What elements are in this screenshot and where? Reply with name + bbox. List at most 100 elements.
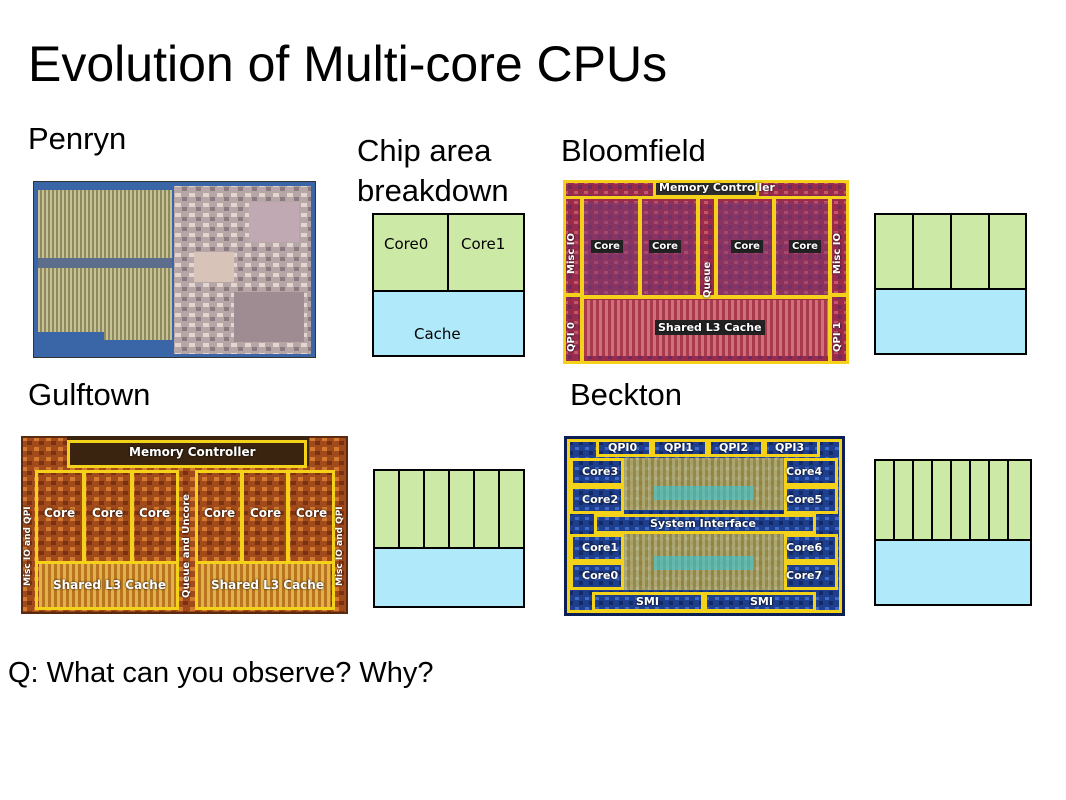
gulftown-misc-left: Misc IO and QPI [23,506,33,586]
bloomfield-queue-label: Queue [702,261,713,298]
gulftown-misc-right: Misc IO and QPI [335,506,345,586]
gulftown-core-label: Core [44,506,76,520]
beckton-core1: Core1 [582,541,619,554]
gulftown-memory-controller-label: Memory Controller [129,445,256,459]
beckton-core-block-3 [931,459,952,541]
beckton-smi-right: SMI [750,595,773,608]
gulftown-core-label: Core [92,506,124,520]
beckton-cache-block [874,539,1032,606]
beckton-qpi1-box [652,439,708,457]
gulftown-l3-right-label: Shared L3 Cache [211,578,324,592]
bloomfield-core-label: Core [731,240,763,253]
penryn-die-image [33,181,316,358]
penryn-die-drawing [34,182,315,357]
bloomfield-l3-label: Shared L3 Cache [655,320,765,335]
beckton-core6: Core6 [786,541,823,554]
beckton-core-block-6 [988,459,1009,541]
gulftown-core-label: Core [139,506,171,520]
beckton-label: Beckton [570,377,683,412]
gulftown-die-image: Memory Controller Core Core Core Core Co… [21,436,348,614]
slide-title: Evolution of Multi-core CPUs [28,36,668,92]
gulftown-queue-uncore: Queue and Uncore [181,493,192,598]
penryn-label: Penryn [28,121,127,156]
beckton-system-interface: System Interface [650,517,756,530]
beckton-core-block-1 [893,459,914,541]
gulftown-core-block-2 [423,469,450,549]
beckton-core7-box [784,562,838,590]
gulftown-core-label: Core [250,506,282,520]
chip-area-label-line1: Chip area [357,133,492,168]
penryn-cache-block: Cache [372,290,525,357]
penryn-breakdown: Core0 Core1 Cache [372,213,525,357]
beckton-core2: Core2 [582,493,619,506]
bloomfield-cache-block [874,288,1027,355]
beckton-core-block-0 [874,459,895,541]
bloomfield-die-image: Memory Controller Misc IO Misc IO QPI 0 … [563,180,849,364]
beckton-system-interface-box [594,514,816,534]
beckton-breakdown [874,459,1032,606]
gulftown-core-block-0 [373,469,400,549]
bloomfield-core-block-2 [950,213,990,290]
beckton-qpi3: QPI3 [775,441,805,454]
bloomfield-core-label: Core [649,240,681,253]
bloomfield-breakdown [874,213,1027,355]
beckton-qpi1: QPI1 [664,441,694,454]
bloomfield-label: Bloomfield [561,133,706,168]
beckton-die-drawing [564,436,845,616]
cache-text: Cache [414,325,461,343]
gulftown-label: Gulftown [28,377,151,412]
bloomfield-core-label: Core [789,240,821,253]
beckton-core4: Core4 [786,465,823,478]
bloomfield-misc-io-right: Misc IO [832,233,843,274]
beckton-qpi3-box [764,439,820,457]
bloomfield-core-block-0 [874,213,914,290]
beckton-core0-box [570,562,624,590]
beckton-qpi0: QPI0 [608,441,638,454]
beckton-core1-box [570,534,624,562]
beckton-qpi2: QPI2 [719,441,749,454]
gulftown-core-block-4 [473,469,500,549]
gulftown-core-label: Core [204,506,236,520]
gulftown-l3-left-label: Shared L3 Cache [53,578,166,592]
gulftown-memory-controller [67,440,307,468]
gulftown-core-f [287,470,335,564]
beckton-core3-box [570,458,624,486]
bloomfield-qpi1: QPI 1 [832,322,843,352]
beckton-core3: Core3 [582,465,619,478]
gulftown-core-block-1 [398,469,425,549]
gulftown-breakdown [373,469,525,608]
beckton-qpi0-box [596,439,652,457]
bloomfield-qpi0: QPI 0 [566,322,577,352]
question-text: Q: What can you observe? Why? [8,657,434,689]
bloomfield-l3-box [581,296,831,364]
bloomfield-core-block-3 [988,213,1027,290]
core1-text: Core1 [461,235,506,253]
beckton-core0: Core0 [582,569,619,582]
penryn-core1-block: Core1 [447,213,525,292]
beckton-core5: Core5 [786,493,823,506]
beckton-smi-left-box [592,592,704,612]
gulftown-core-label: Core [296,506,328,520]
chip-area-label-line2: breakdown [357,173,509,208]
gulftown-core-block-5 [498,469,525,549]
beckton-core7: Core7 [786,569,823,582]
beckton-core6-box [784,534,838,562]
beckton-core4-box [784,458,838,486]
penryn-core0-block: Core0 [372,213,449,292]
bloomfield-memory-controller-label: Memory Controller [659,181,775,194]
bloomfield-core-label: Core [591,240,623,253]
beckton-die-image: QPI0 QPI1 QPI2 QPI3 Core3 Core2 Core1 Co… [564,436,845,616]
beckton-core-block-7 [1007,459,1032,541]
gulftown-core-c [131,470,179,564]
core0-text: Core0 [384,235,429,253]
beckton-smi-left: SMI [636,595,659,608]
beckton-core-block-4 [950,459,971,541]
beckton-core5-box [784,486,838,514]
beckton-qpi2-box [708,439,764,457]
beckton-core2-box [570,486,624,514]
beckton-core-block-2 [912,459,933,541]
bloomfield-core-block-1 [912,213,952,290]
gulftown-cache-block [373,547,525,608]
gulftown-core-block-3 [448,469,475,549]
beckton-core-block-5 [969,459,990,541]
